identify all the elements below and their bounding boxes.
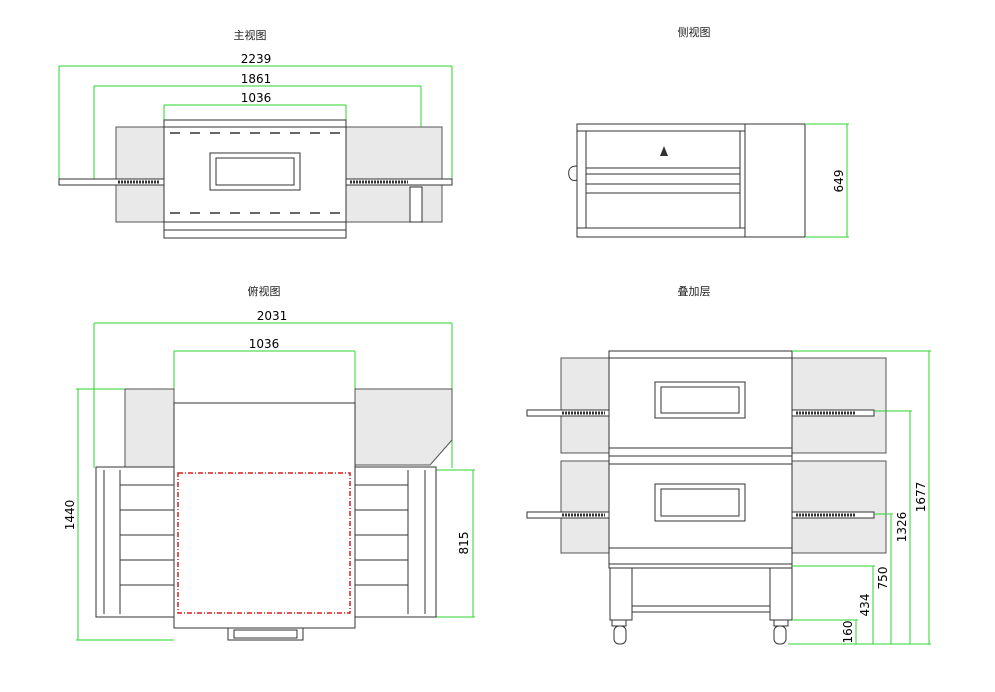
caster-right-icon: [773, 625, 787, 645]
side-view: 侧视图 649: [568, 25, 849, 238]
top-view: 俯视图 2031 1036 1440 815: [63, 284, 475, 641]
top-view-title: 俯视图: [248, 284, 281, 298]
side-oven-body: [576, 123, 746, 238]
front-view-title: 主视图: [234, 28, 267, 42]
top-dim-1440: 1440: [63, 500, 77, 531]
stand-leg-right: [769, 567, 793, 621]
top-oven-body: [173, 402, 356, 629]
side-panel: [744, 123, 806, 238]
caster-left-icon: [613, 625, 627, 645]
stand-top: [608, 563, 793, 569]
top-dim-1036: 1036: [249, 337, 280, 351]
logo-mark-icon: [660, 146, 668, 156]
top-conveyor-left: [95, 466, 175, 618]
front-dim-1861: 1861: [241, 72, 272, 86]
top-dim-2031: 2031: [257, 309, 288, 323]
side-view-title: 侧视图: [678, 25, 711, 39]
stack-dim-160: 160: [841, 621, 855, 644]
front-dim-1036: 1036: [241, 91, 272, 105]
baking-area-outline: [177, 472, 351, 614]
stand-leg-left: [609, 567, 633, 621]
stack-dim-1326: 1326: [895, 512, 909, 543]
stack-view: 叠加层: [526, 285, 931, 645]
stack-dim-750: 750: [876, 567, 890, 590]
front-view: 主视图 2239 1861 1036: [58, 28, 453, 239]
stack-dim-434: 434: [858, 594, 872, 617]
front-dim-2239: 2239: [241, 52, 272, 66]
top-dim-815: 815: [457, 532, 471, 555]
front-right-shell: [345, 126, 443, 223]
stack-view-title: 叠加层: [678, 285, 711, 298]
top-conveyor-right: [354, 466, 437, 618]
side-dim-649: 649: [832, 170, 846, 193]
front-window: [209, 152, 301, 191]
front-left-shell: [115, 126, 165, 223]
stack-dim-1677: 1677: [914, 482, 928, 513]
